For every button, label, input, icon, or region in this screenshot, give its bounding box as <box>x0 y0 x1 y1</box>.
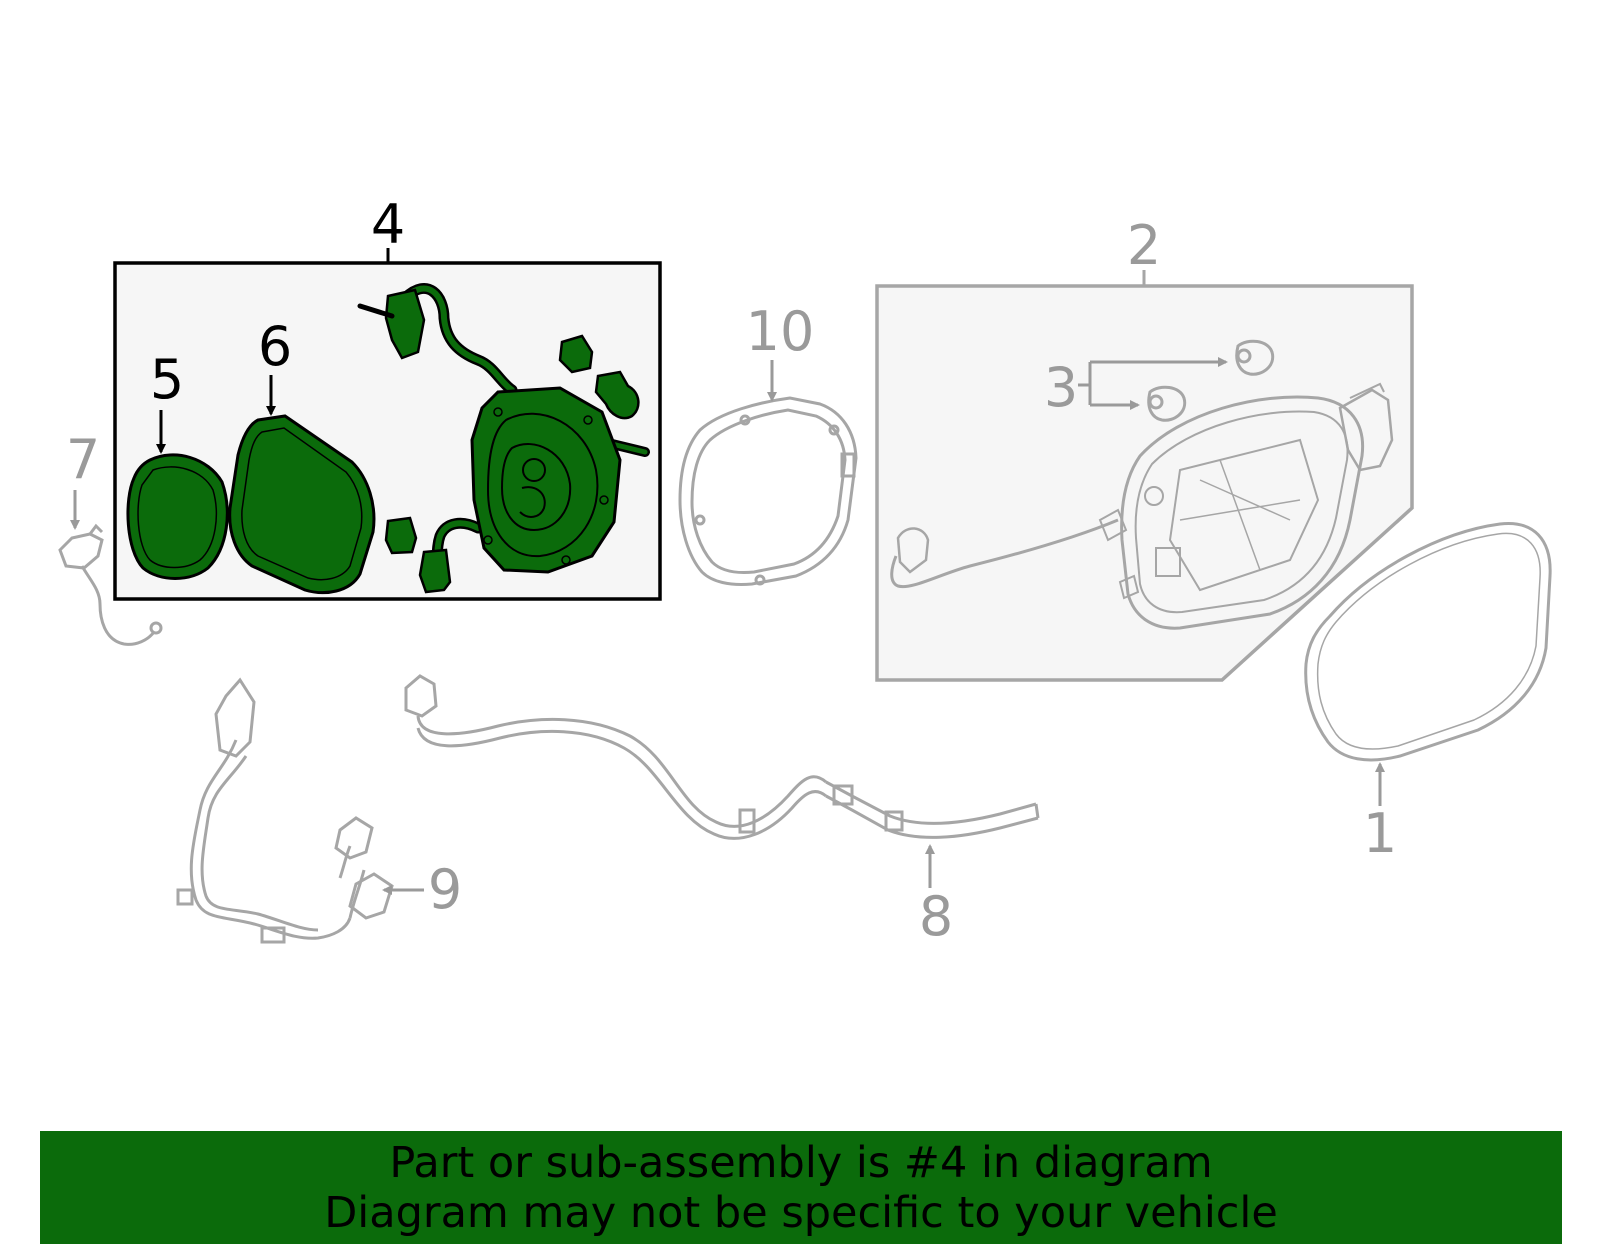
callout-3-leader <box>1078 357 1228 410</box>
part-1-fuel-lid[interactable] <box>1304 522 1552 762</box>
part-4-port-rim <box>486 412 599 558</box>
callout-2: 2 <box>1127 214 1161 277</box>
part-2-frame <box>875 284 1414 682</box>
part-9-harness[interactable] <box>176 677 394 944</box>
part-4-lower-connector <box>418 548 452 594</box>
info-banner: Part or sub-assembly is #4 in diagram Di… <box>40 1131 1562 1244</box>
part-10-gasket[interactable] <box>678 396 858 586</box>
part-4-charge-port-housing[interactable] <box>470 386 622 574</box>
callout-4: 4 <box>371 193 405 256</box>
subassembly-4-group[interactable] <box>113 248 662 601</box>
part-4-clip <box>384 516 418 555</box>
callout-7: 7 <box>66 428 100 491</box>
part-3-screws[interactable] <box>1147 339 1275 422</box>
part-6-gasket-rim <box>241 427 363 581</box>
part-4-port-socket <box>500 443 572 532</box>
part-2-group[interactable] <box>875 270 1414 682</box>
part-5-inner-lid[interactable] <box>126 453 229 580</box>
part-2-door-housing <box>1120 395 1365 630</box>
part-8-cable[interactable] <box>404 674 1040 840</box>
callout-9: 9 <box>428 858 462 921</box>
callout-5: 5 <box>150 348 184 411</box>
callout-8: 8 <box>919 885 953 948</box>
part-4-top-connector <box>384 288 426 360</box>
part-6-gasket[interactable] <box>228 414 376 595</box>
callout-6: 6 <box>258 315 292 378</box>
part-5-inner-lid-rim <box>137 466 218 569</box>
callout-1: 1 <box>1363 802 1397 865</box>
part-4-bracket-b <box>594 370 640 420</box>
part-7-sensor[interactable] <box>58 523 163 646</box>
part-4-bracket-a <box>558 334 594 374</box>
banner-line-1: Part or sub-assembly is #4 in diagram <box>389 1137 1213 1188</box>
banner-line-2: Diagram may not be specific to your vehi… <box>324 1187 1278 1238</box>
part-1-fuel-lid-rim <box>1316 532 1541 750</box>
callout-10: 10 <box>746 300 815 363</box>
callout-3: 3 <box>1044 356 1078 419</box>
